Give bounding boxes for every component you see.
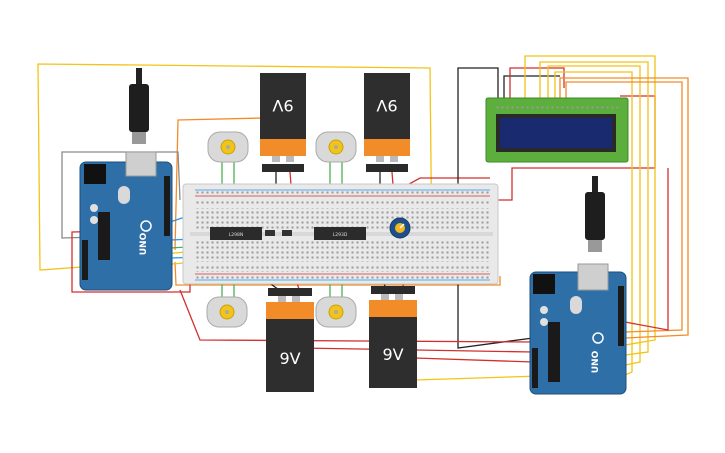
capacitor-component[interactable]: [282, 230, 292, 236]
battery-label: 9V: [382, 345, 403, 364]
wire-red-right-breadboard: [498, 95, 656, 201]
arduino-uno-right[interactable]: UNO: [529, 176, 627, 395]
battery-9v-bottom-left[interactable]: 9V: [266, 288, 314, 392]
wire-yellow-lcd-3: [547, 65, 641, 366]
arduino-left-logo: UNO: [139, 232, 149, 255]
wire-orange-lcd: [559, 77, 689, 339]
motor-driver-ic-left[interactable]: L298N: [210, 227, 262, 240]
lcd-display-16x2[interactable]: [485, 97, 629, 163]
motor-driver-ic-right[interactable]: L293D: [314, 227, 366, 240]
wire-black-lcd: [457, 67, 534, 349]
driver-left-label: L298N: [229, 232, 243, 238]
potentiometer[interactable]: [389, 217, 411, 239]
battery-9v-top-left[interactable]: 9V: [260, 73, 306, 172]
arduino-uno-left[interactable]: UNO: [79, 68, 173, 291]
wire-orange-loop: [174, 117, 263, 251]
battery-label: 9V: [272, 96, 293, 115]
infinity-logo-icon: [140, 220, 152, 232]
wire-orange-bottom: [174, 261, 501, 286]
dc-motor-bottom-right[interactable]: [315, 296, 357, 328]
wire-red-cross-1: [179, 289, 534, 343]
battery-label: 9V: [376, 96, 397, 115]
infinity-logo-icon: [592, 332, 604, 344]
wire-orange-lcd-2: [565, 81, 683, 333]
battery-9v-top-right[interactable]: 9V: [364, 73, 410, 172]
arduino-right-logo: UNO: [591, 350, 601, 373]
driver-right-label: L293D: [333, 232, 348, 238]
wire-red-right-short: [624, 168, 669, 331]
wire-black-lcd-2: [503, 75, 560, 98]
dc-motor-bottom-left[interactable]: [206, 296, 248, 328]
wire-red-cross-3: [414, 357, 534, 363]
wire-yellow-cross: [414, 375, 541, 381]
dc-motor-top-right[interactable]: [315, 131, 357, 163]
wire-yellow-lcd-4: [554, 71, 633, 376]
battery-9v-bottom-right[interactable]: 9V: [369, 286, 417, 388]
dc-motor-top-left[interactable]: [207, 131, 249, 163]
wire-yellow-lcd-1: [524, 55, 656, 346]
battery-label: 9V: [279, 349, 300, 368]
resistor-component[interactable]: [265, 230, 275, 236]
